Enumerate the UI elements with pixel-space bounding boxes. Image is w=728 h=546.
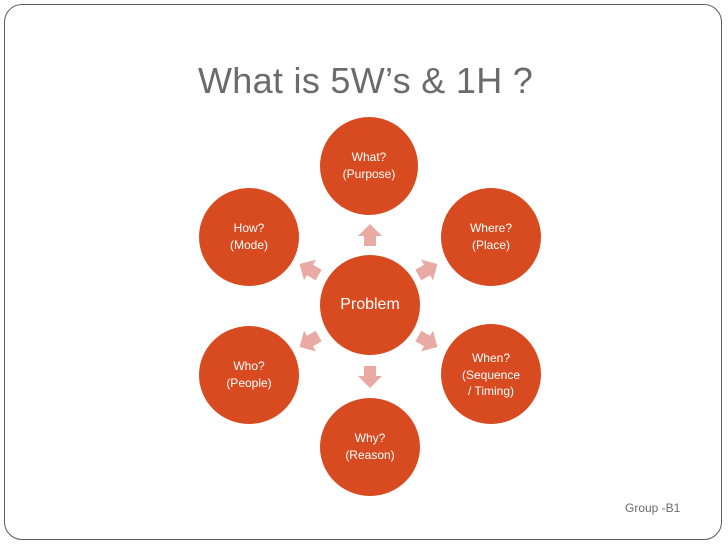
footer-group-label: Group -B1 (625, 501, 681, 515)
when-label: When? (471, 351, 511, 366)
slide-title: What is 5W’s & 1H ? (198, 60, 534, 101)
arrow-to-when (415, 330, 438, 352)
why-node: Why? (Reason) (320, 398, 420, 496)
problem-node: Problem (320, 255, 420, 355)
who-label: Who? (233, 358, 265, 373)
what-node: What? (Purpose) (320, 117, 418, 215)
how-node: How? (Mode) (199, 188, 299, 286)
arrow-to-where (415, 259, 438, 281)
how-sublabel: (Mode) (229, 238, 268, 252)
when-node: When? (Sequence / Timing) (441, 324, 541, 424)
arrow-to-how (299, 259, 322, 281)
what-label: What? (351, 149, 387, 164)
when-sublabel-2: / Timing) (467, 383, 514, 398)
where-label: Where? (469, 220, 513, 235)
where-node: Where? (Place) (441, 188, 541, 286)
arrow-to-what (358, 224, 382, 246)
how-label: How? (233, 220, 265, 235)
what-sublabel: (Purpose) (342, 167, 396, 181)
who-sublabel: (People) (226, 376, 272, 390)
problem-label: Problem (340, 296, 400, 314)
where-sublabel: (Place) (471, 238, 510, 252)
why-sublabel: (Reason) (345, 448, 395, 462)
who-node: Who? (People) (199, 326, 299, 424)
arrow-to-who (299, 330, 322, 352)
arrow-to-why (358, 366, 382, 388)
when-sublabel: (Sequence (461, 368, 521, 383)
why-label: Why? (354, 430, 386, 445)
